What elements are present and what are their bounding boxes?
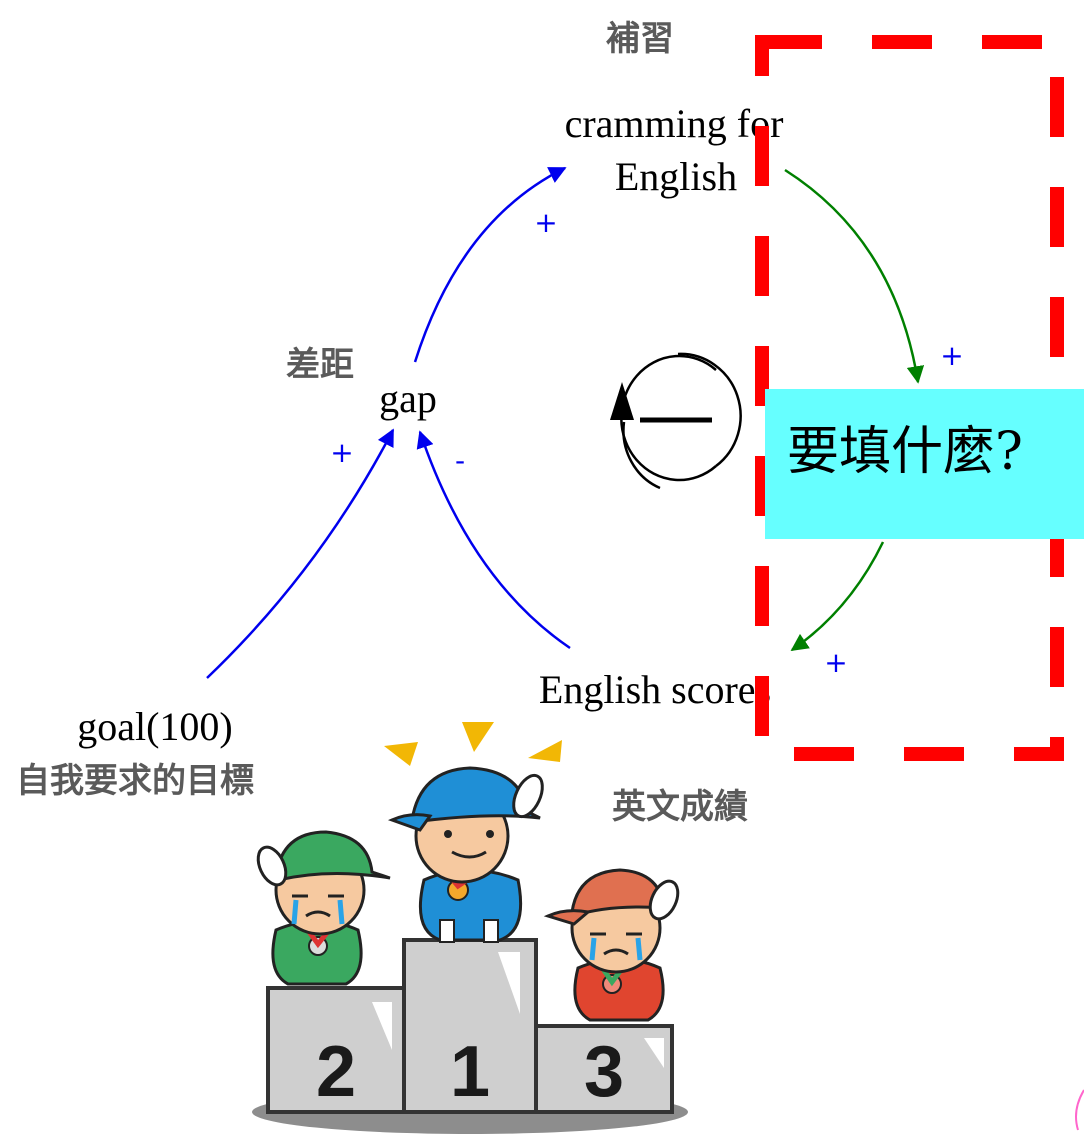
gap-node: gap (379, 376, 437, 421)
cramming-zh-label: 補習 (606, 19, 674, 59)
gap-zh-label: 差距 (286, 345, 354, 385)
third-place-character (543, 868, 680, 1022)
cramming-node-line1: cramming for (565, 101, 784, 146)
polarity-scores-to-gap: - (455, 444, 465, 477)
cramming-node-line2: English (615, 154, 737, 199)
goal-zh-label: 自我要求的目標 (16, 761, 254, 801)
sparkle-icon (384, 722, 562, 766)
scores-node: English scores (539, 667, 771, 712)
podium-place-3: 3 (584, 1032, 624, 1112)
goal-node: goal(100) (77, 704, 233, 749)
polarity-gap-to-cramming: + (534, 206, 557, 239)
first-place-character (387, 766, 544, 943)
link-scores-to-gap (416, 430, 571, 650)
polarity-cramming-to-unknown: + (940, 339, 963, 372)
corner-decoration (1075, 1089, 1084, 1131)
podium-place-1: 1 (450, 1032, 490, 1112)
podium-place-2: 2 (316, 1032, 356, 1112)
question-box: 要填什麼? (765, 389, 1084, 539)
second-place-character (256, 830, 391, 986)
link-goal-to-gap (206, 428, 395, 679)
question-text: 要填什麼? (787, 422, 1023, 482)
link-cramming-to-unknown (784, 168, 925, 384)
podium-illustration: 2 1 3 (252, 938, 688, 1134)
dashed-highlight-frame (755, 35, 1064, 761)
link-gap-to-cramming (413, 166, 567, 363)
polarity-unknown-to-scores: + (824, 646, 847, 679)
link-unknown-to-scores (790, 541, 885, 652)
scores-zh-label: 英文成績 (612, 787, 748, 827)
balancing-loop-icon (610, 352, 742, 490)
polarity-goal-to-gap: + (330, 436, 353, 469)
